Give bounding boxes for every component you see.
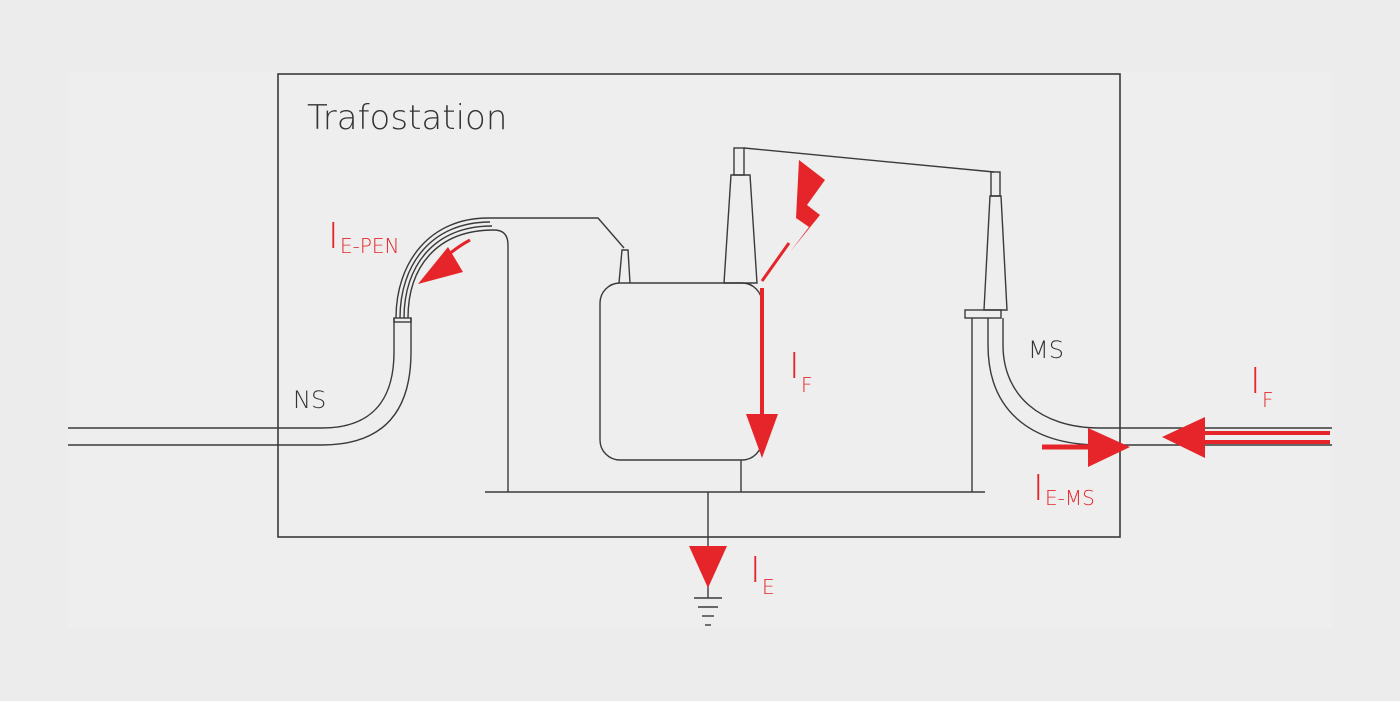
label-main: I	[328, 216, 339, 257]
incoming-fault-current-arrow	[1162, 417, 1330, 458]
label-i-e-ms: I E-MS	[1033, 468, 1095, 510]
lightning-icon	[790, 160, 825, 252]
label-main: I	[1250, 361, 1261, 402]
label-sub: E-MS	[1045, 486, 1095, 510]
label-i-e-pen: I E-PEN	[328, 216, 400, 258]
label-main: I	[750, 550, 761, 591]
arrow-icon	[1088, 428, 1130, 467]
fault-current-arrow-transformer	[746, 288, 778, 458]
low-voltage-cable	[68, 217, 625, 492]
earth-current-arrow	[689, 546, 727, 588]
label-sub: E	[762, 575, 775, 599]
arrow-icon	[1162, 417, 1205, 458]
label-sub: E-PEN	[340, 234, 400, 258]
label-i-f-transformer: I F	[789, 346, 813, 397]
hv-bushing	[723, 174, 758, 284]
medium-voltage-label: MS	[1028, 336, 1064, 364]
label-sub: F	[1262, 388, 1274, 412]
lv-bushing	[618, 249, 631, 284]
pen-current-arrow	[418, 238, 471, 284]
low-voltage-label: NS	[293, 386, 326, 414]
diagram-panel	[68, 72, 1332, 628]
station-enclosure	[277, 73, 1121, 538]
label-main: I	[789, 346, 800, 387]
medium-voltage-cable	[964, 171, 1332, 492]
ground-symbol-icon	[694, 597, 722, 626]
station-title: Trafostation	[307, 98, 507, 138]
label-sub: F	[801, 373, 813, 397]
arrow-icon	[418, 247, 463, 284]
label-i-e: I E	[750, 550, 775, 599]
arrow-icon	[689, 546, 727, 588]
ms-sheath-current-arrow	[1042, 428, 1130, 467]
label-main: I	[1033, 468, 1044, 509]
label-i-f-cable: I F	[1250, 361, 1274, 412]
arrow-icon	[746, 414, 778, 458]
